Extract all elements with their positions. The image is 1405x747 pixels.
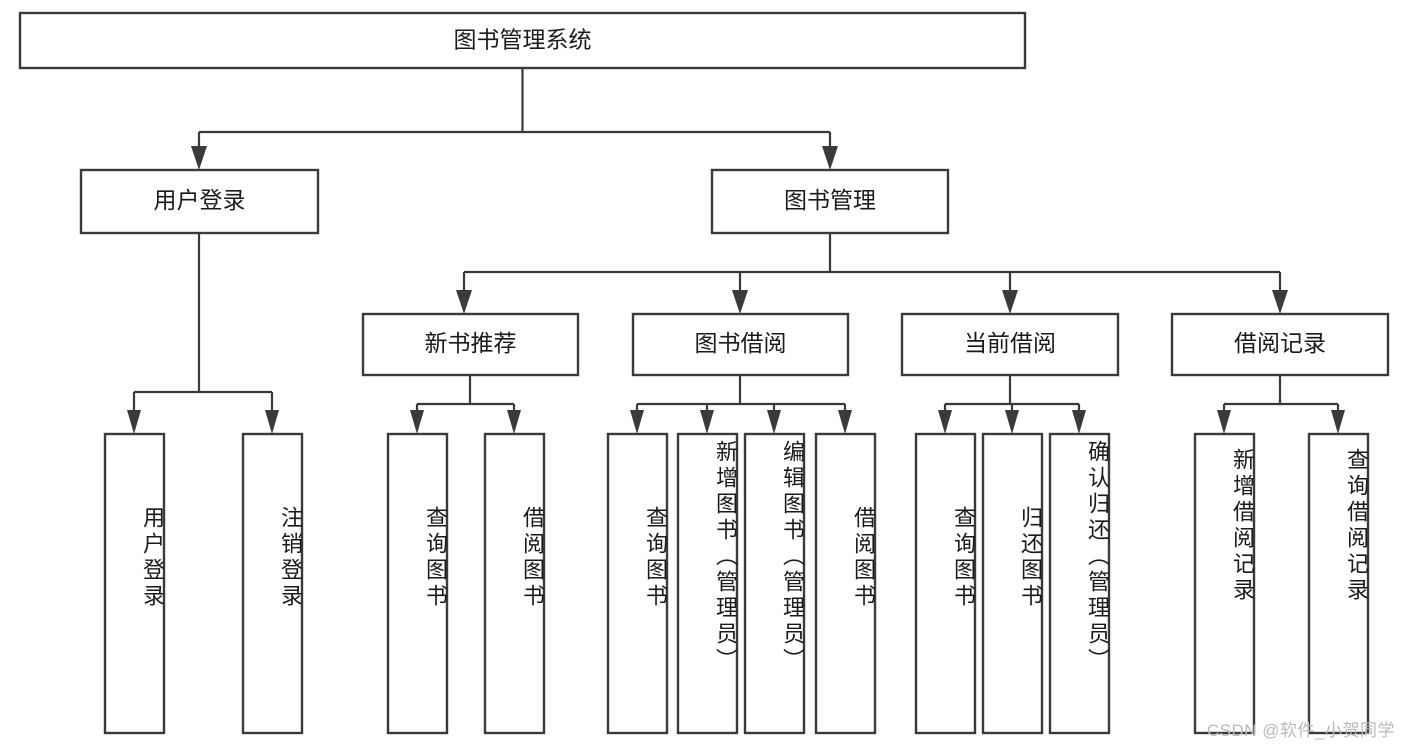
leaf-box-user-login[interactable] xyxy=(103,432,166,735)
leaf-box-add-record[interactable] xyxy=(1193,432,1256,735)
arrowhead-book-mgmt xyxy=(822,146,838,170)
node-book-borrow-box[interactable] xyxy=(631,312,850,377)
arrowhead-leaf-borrow-book-2 xyxy=(838,410,852,434)
arrowhead-leaf-user-login xyxy=(127,410,141,434)
arrowhead-leaf-add-record xyxy=(1217,410,1231,434)
arrowhead-leaf-add-book xyxy=(700,410,714,434)
connector-group-borrow-record xyxy=(1217,375,1345,434)
arrowhead-leaf-edit-book xyxy=(767,410,781,434)
leaf-box-query-record[interactable] xyxy=(1307,432,1370,735)
arrowhead-leaf-query-book-1 xyxy=(410,410,424,434)
node-current-borrow-label: 当前借阅 xyxy=(964,330,1056,356)
arrowhead-current-borrow xyxy=(1002,290,1018,314)
arrowhead-leaf-return-book xyxy=(1005,410,1019,434)
arrowhead-user-login xyxy=(191,146,207,170)
node-book-borrow-label: 图书借阅 xyxy=(695,330,787,356)
leaf-box-edit-book[interactable] xyxy=(743,432,806,735)
watermark-text: CSDN @软件_小贺同学 xyxy=(1206,721,1395,740)
arrowhead-leaf-query-book-3 xyxy=(938,410,952,434)
node-current-borrow-box[interactable] xyxy=(900,312,1120,377)
connector-group-root xyxy=(191,68,838,170)
arrowhead-leaf-borrow-book-1 xyxy=(507,410,521,434)
arrowhead-leaf-confirm-return xyxy=(1072,410,1086,434)
leaf-box-query-book-3[interactable] xyxy=(914,432,977,735)
leaf-box-borrow-book-2[interactable] xyxy=(814,432,877,735)
node-user-login-box[interactable] xyxy=(79,168,320,235)
leaf-box-add-book[interactable] xyxy=(676,432,739,735)
arrowhead-borrow-record xyxy=(1272,290,1288,314)
arrowhead-leaf-query-record xyxy=(1331,410,1345,434)
leaf-box-return-book[interactable] xyxy=(981,432,1044,735)
connector-group-user-login xyxy=(127,233,279,434)
leaf-box-query-book-1[interactable] xyxy=(386,432,449,735)
connector-group-book-mgmt xyxy=(456,233,1288,314)
node-borrow-record-box[interactable] xyxy=(1170,312,1390,377)
arrowhead-leaf-query-book-2 xyxy=(630,410,644,434)
leaf-box-confirm-return[interactable] xyxy=(1048,432,1111,735)
node-root-label: 图书管理系统 xyxy=(454,27,592,53)
node-book-management-label: 图书管理 xyxy=(784,187,876,213)
leaf-box-logout[interactable] xyxy=(241,432,304,735)
node-borrow-record-label: 借阅记录 xyxy=(1234,330,1326,356)
connector-group-current-borrow xyxy=(938,375,1086,434)
connector-group-new-book xyxy=(410,375,521,434)
leaf-box-borrow-book-1[interactable] xyxy=(483,432,546,735)
leaf-box-query-book-2[interactable] xyxy=(606,432,669,735)
connector-group-book-borrow xyxy=(630,375,852,434)
node-new-book-recommend-label: 新书推荐 xyxy=(425,330,517,356)
node-book-management-box[interactable] xyxy=(710,168,950,235)
arrowhead-new-book xyxy=(456,290,472,314)
node-root-box[interactable] xyxy=(18,11,1027,70)
arrowhead-leaf-logout xyxy=(265,410,279,434)
arrowhead-book-borrow xyxy=(732,290,748,314)
node-new-book-recommend-box[interactable] xyxy=(361,312,580,377)
node-user-login-label: 用户登录 xyxy=(154,187,246,213)
